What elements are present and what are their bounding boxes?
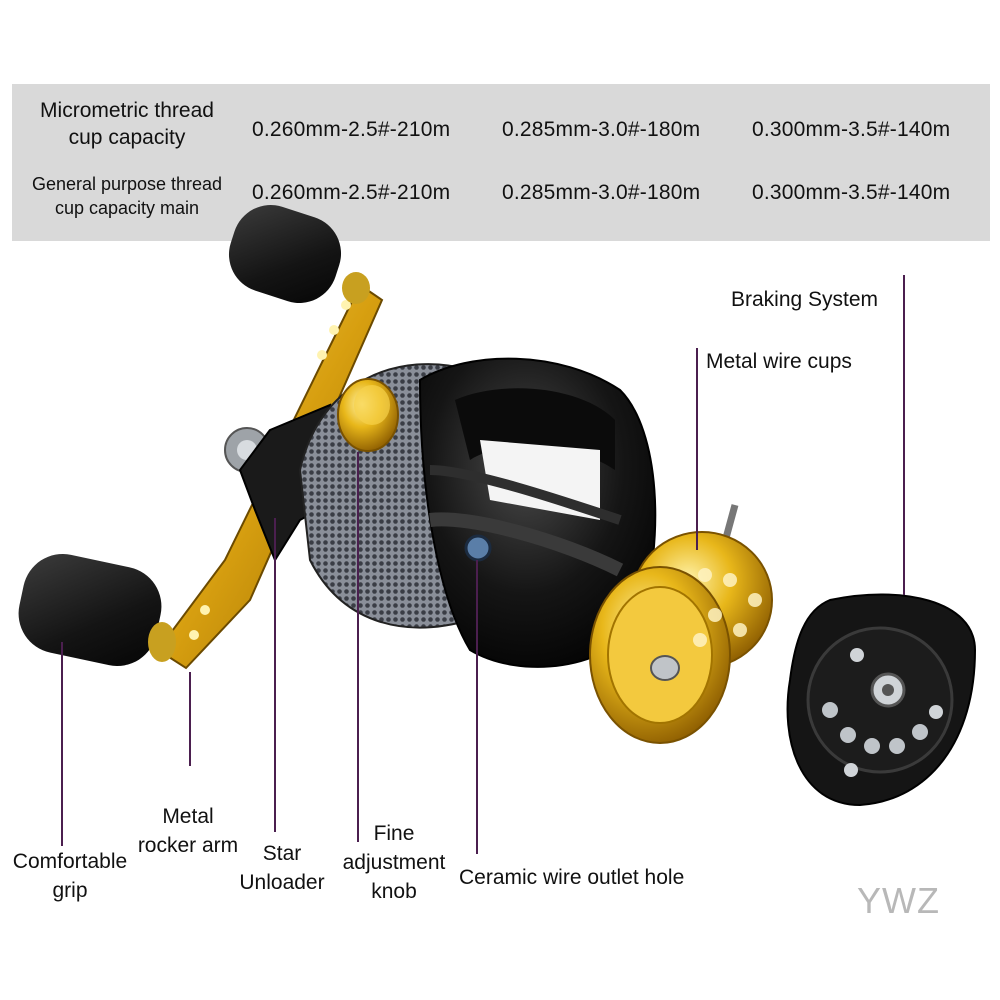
spec-row-1-label: Micrometric thread cup capacity <box>12 97 242 152</box>
upper-grip-knob <box>228 205 370 304</box>
reel-body <box>238 357 657 668</box>
fine-adjustment-knob-art <box>337 378 399 452</box>
label-braking-system: Braking System <box>731 288 879 311</box>
label-star-unloader: Star Unloader <box>233 840 331 898</box>
label-metal-rocker-arm: Metal rocker arm <box>131 803 245 861</box>
ceramic-outlet-eye <box>464 534 492 562</box>
watermark: YWZ <box>857 880 940 921</box>
braking-system-plate <box>786 593 977 807</box>
spec-row-2-label-line2: cup capacity main <box>54 198 200 219</box>
label-comfortable-grip-line2: grip <box>52 878 88 902</box>
spec-row-2-value-1: 0.260mm-2.5#-210m <box>252 181 451 204</box>
label-metal-rocker-arm-line2: rocker arm <box>137 833 239 857</box>
label-metal-wire-cups: Metal wire cups <box>706 350 852 373</box>
label-fine-adjustment-knob-line1: Fine <box>373 822 415 845</box>
lower-grip-knob <box>18 553 176 667</box>
spec-row-1-value-3: 0.300mm-3.5#-140m <box>752 118 951 141</box>
spec-row-2-label-line1: General purpose thread <box>31 174 223 194</box>
spec-row-2-label: General purpose thread cup capacity main <box>12 172 242 221</box>
spec-row-2-value-3: 0.300mm-3.5#-140m <box>752 181 951 204</box>
label-comfortable-grip-line1: Comfortable <box>12 850 128 873</box>
label-comfortable-grip: Comfortable grip <box>6 848 134 906</box>
label-fine-adjustment-knob-line2: adjustment <box>342 850 446 874</box>
label-fine-adjustment-knob-line3: knob <box>371 879 417 903</box>
label-star-unloader-line2: Unloader <box>239 870 325 894</box>
label-ceramic-wire-outlet-hole: Ceramic wire outlet hole <box>459 866 685 889</box>
label-fine-adjustment-knob: Fine adjustment knob <box>336 820 452 907</box>
label-star-unloader-line1: Star <box>262 842 302 865</box>
spec-row-1-value-1: 0.260mm-2.5#-210m <box>252 118 451 141</box>
callout-lines <box>61 275 905 854</box>
spec-row-1-label-line2: cup capacity <box>68 126 186 150</box>
spool-metal-wire-cup <box>589 504 773 744</box>
label-metal-rocker-arm-line1: Metal <box>162 805 214 828</box>
spec-row-2-value-2: 0.285mm-3.0#-180m <box>502 181 701 204</box>
spec-row-1-value-2: 0.285mm-3.0#-180m <box>502 118 701 141</box>
spec-table <box>12 84 990 241</box>
spec-row-1-label-line1: Micrometric thread <box>40 99 214 122</box>
